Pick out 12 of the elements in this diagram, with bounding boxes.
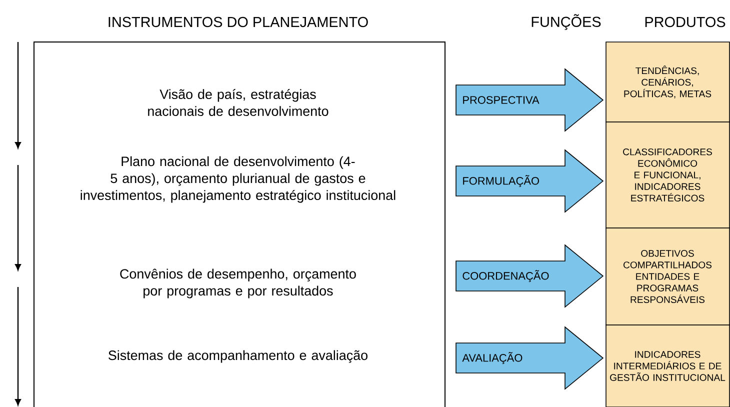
product-box: OBJETIVOS COMPARTILHADOS ENTIDADES E PROGRAMAS RESPONSÁVEIS	[606, 228, 730, 326]
column-heading: FUNÇÕES	[532, 14, 601, 30]
instrument-text: Convênios de desempenho, orçamento por programas e por resultados	[120, 268, 356, 298]
panel-frame	[34, 42, 446, 407]
product-box: INDICADORES INTERMEDIÁRIOS E DE GESTÃO INSTITUCIONAL	[606, 324, 730, 407]
column-heading: INSTRUMENTOS DO PLANEJAMENTO	[108, 16, 368, 28]
product-box: TENDÊNCIAS, CENÁRIOS, POLÍTICAS, METAS	[606, 42, 730, 122]
product-box: CLASSIFICADORES ECONÔMICO E FUNCIONAL, INDICADORES ESTRATÉGICOS	[606, 122, 730, 228]
instrument-text: Visão de país, estratégias nacionais de desenvolvimento	[148, 89, 328, 116]
instrument-text: Plano nacional de desenvolvimento (4-5 anos), orçamento plurianual de gastos e investimentos, planejamento estratégico institucional	[80, 156, 396, 203]
column-heading: PRODUTOS	[645, 16, 726, 28]
instrument-text: Sistemas de acompanhamento e avaliação	[108, 350, 368, 363]
